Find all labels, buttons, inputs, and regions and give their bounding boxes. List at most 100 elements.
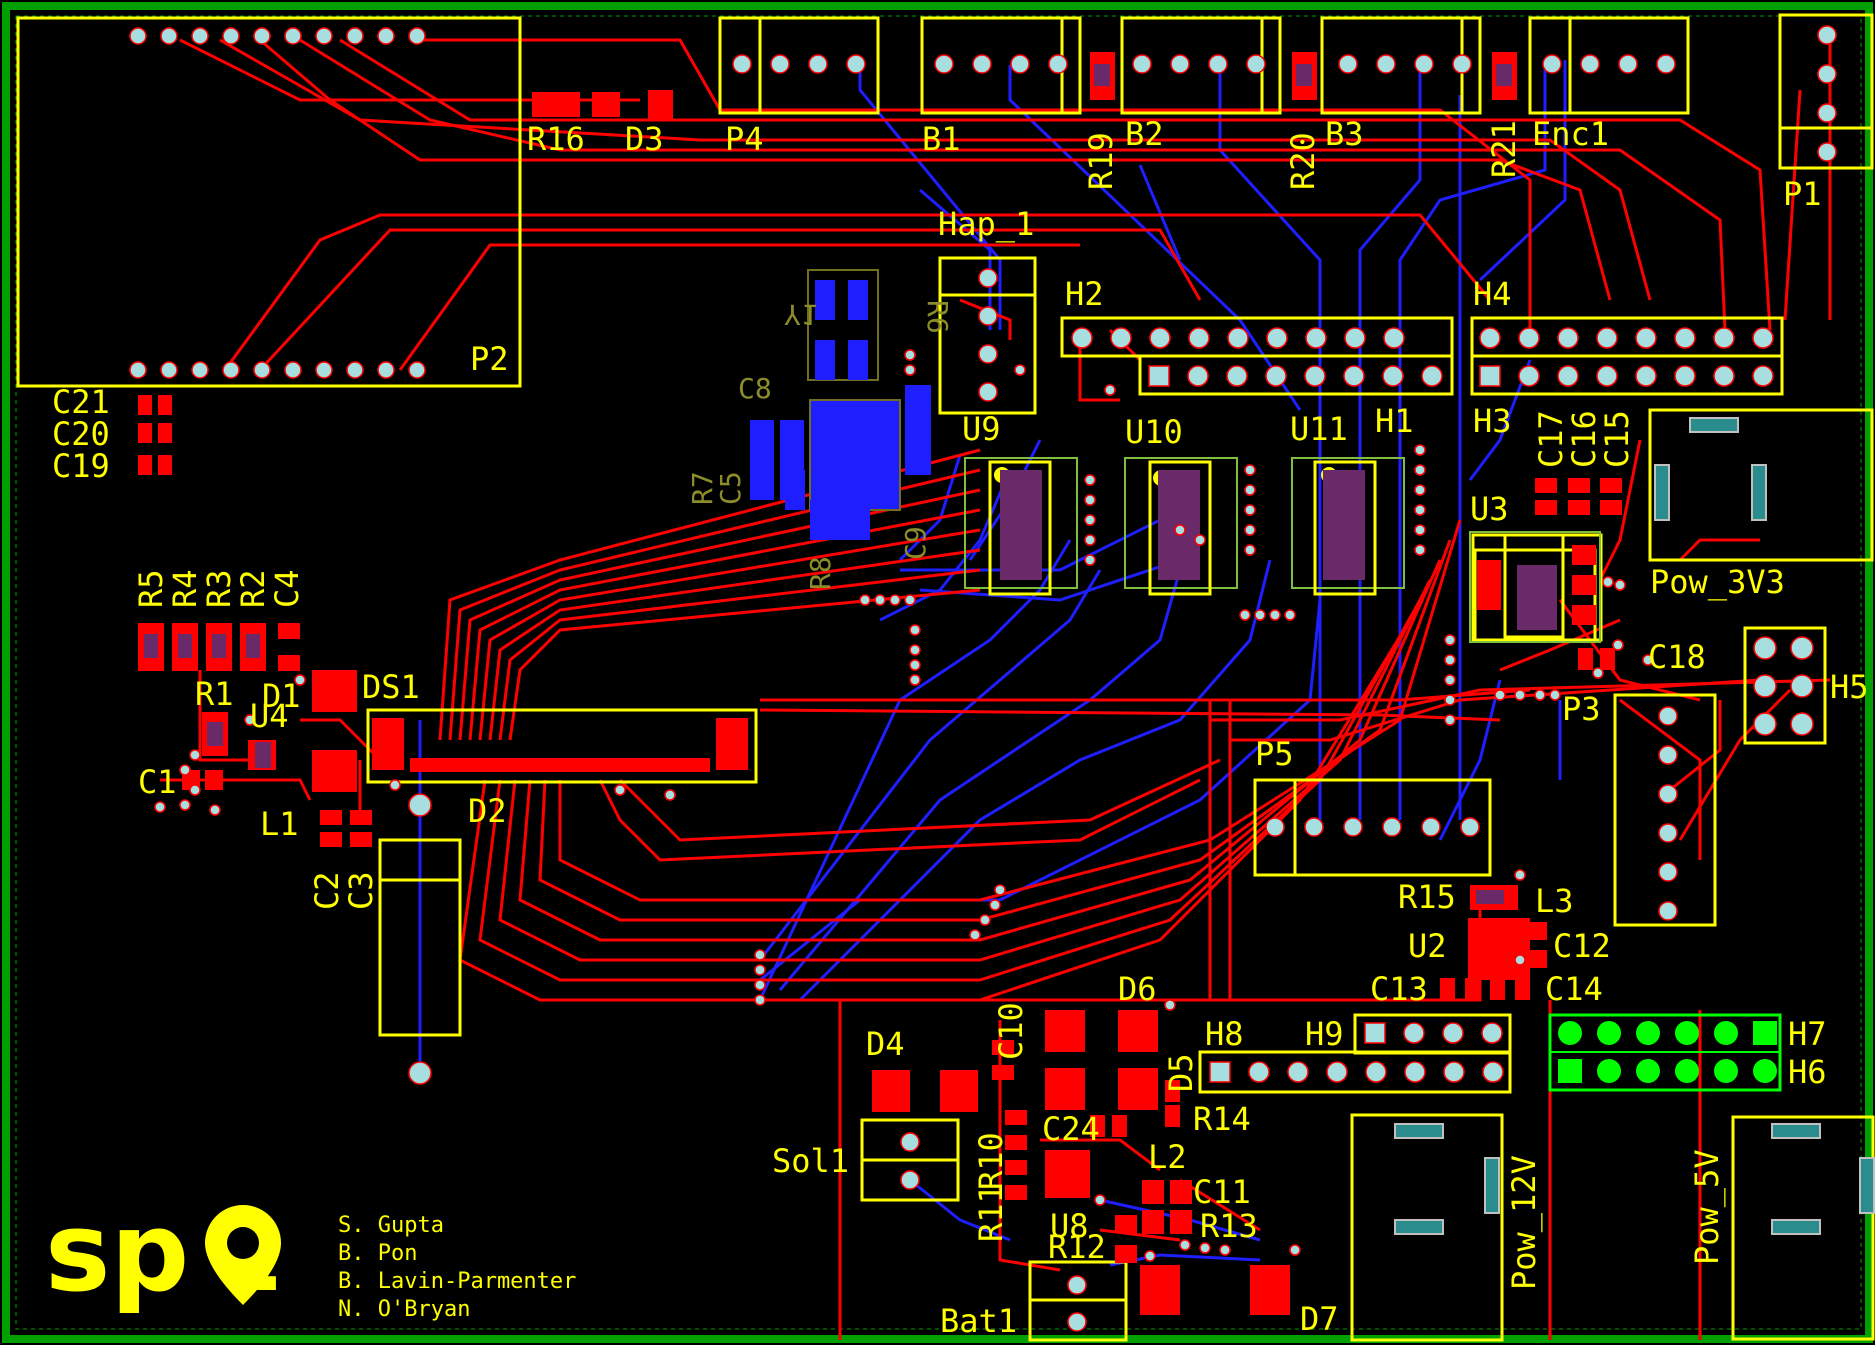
pad: [1067, 1312, 1087, 1332]
pad: [160, 361, 178, 379]
pad: [1518, 365, 1540, 387]
pad: [1596, 327, 1618, 349]
pad: [1534, 689, 1546, 701]
pad: [1479, 327, 1501, 349]
pad: [978, 306, 998, 326]
pad: [989, 899, 1001, 911]
pad: [1365, 1061, 1387, 1083]
pad: [900, 1170, 920, 1190]
label-c20: C20: [52, 415, 110, 453]
pad: [284, 27, 302, 45]
pad: [1658, 901, 1678, 921]
label-p2: P2: [470, 340, 509, 378]
pad: [1674, 365, 1696, 387]
label-p1: P1: [1783, 175, 1822, 213]
pad: [1817, 142, 1837, 162]
smd-pads: [138, 52, 1622, 1315]
pad: [1287, 1061, 1309, 1083]
pad: [1514, 689, 1526, 701]
pad: [1209, 1061, 1231, 1083]
label-l2: L2: [1148, 1138, 1187, 1176]
label-sol1: Sol1: [772, 1142, 849, 1180]
pad: [904, 364, 916, 376]
pad: [222, 27, 240, 45]
pad: [1244, 464, 1256, 476]
pad: [900, 1132, 920, 1152]
pad: [1602, 576, 1614, 588]
pad: [1557, 327, 1579, 349]
pad: [1174, 524, 1186, 536]
pad: [191, 27, 209, 45]
label-u10: U10: [1125, 413, 1183, 451]
pad: [179, 799, 191, 811]
pad: [1635, 365, 1657, 387]
pad: [253, 361, 271, 379]
label-r13: R13: [1200, 1207, 1258, 1245]
label-c13: C13: [1370, 970, 1428, 1008]
credits: S. Gupta B. Pon B. Lavin-Parmenter N. O'…: [338, 1213, 576, 1322]
pad: [1110, 327, 1132, 349]
pad: [1421, 365, 1443, 387]
label-c12: C12: [1553, 927, 1611, 965]
label-r10: R10: [972, 1132, 1010, 1190]
pad: [1338, 54, 1358, 74]
label-h6: H6: [1788, 1053, 1827, 1091]
pad: [934, 54, 954, 74]
pad: [1304, 365, 1326, 387]
pad: [1344, 327, 1366, 349]
pad: [994, 884, 1006, 896]
pad: [1817, 103, 1837, 123]
pad: [909, 659, 921, 671]
label-c4: C4: [268, 569, 306, 608]
label-c2: C2: [308, 871, 346, 910]
pad: [346, 361, 364, 379]
power-jack-pads: [1394, 417, 1875, 1235]
pad: [1010, 54, 1030, 74]
pad: [408, 361, 426, 379]
pad: [1148, 365, 1170, 387]
label-c11: C11: [1193, 1173, 1251, 1211]
pad: [1149, 327, 1171, 349]
pad: [1753, 712, 1777, 736]
pad: [315, 361, 333, 379]
label-c21: C21: [52, 383, 110, 421]
pad: [1542, 54, 1562, 74]
pad: [1482, 1061, 1504, 1083]
pad: [1658, 745, 1678, 765]
pad: [1549, 689, 1561, 701]
pad: [1414, 444, 1426, 456]
pad: [1376, 54, 1396, 74]
pad: [1635, 327, 1657, 349]
label-d4: D4: [866, 1025, 905, 1063]
label-r2: R2: [234, 569, 272, 608]
pad: [1343, 365, 1365, 387]
pad: [1187, 365, 1209, 387]
pad: [754, 979, 766, 991]
pad: [1084, 474, 1096, 486]
label-bottom: Y1: [784, 298, 818, 331]
pad: [1713, 365, 1735, 387]
pad: [1414, 54, 1434, 74]
pad: [1494, 689, 1506, 701]
pad: [189, 749, 201, 761]
pad: [1612, 639, 1624, 651]
label-pow5v: Pow_5V: [1688, 1149, 1726, 1265]
label-u3: U3: [1470, 490, 1509, 528]
pad: [408, 1061, 432, 1085]
header-pad: [1558, 1021, 1582, 1045]
pad: [1514, 869, 1526, 881]
pad: [1170, 54, 1190, 74]
pad: [408, 27, 426, 45]
pad: [1266, 327, 1288, 349]
label-r15: R15: [1398, 878, 1456, 916]
pad: [1752, 365, 1774, 387]
pad: [1596, 365, 1618, 387]
pad: [1752, 327, 1774, 349]
pad: [1658, 823, 1678, 843]
pad: [1404, 1061, 1426, 1083]
credit-name: S. Gupta: [338, 1213, 444, 1238]
label-b2: B2: [1125, 115, 1164, 153]
label-enc1: Enc1: [1532, 115, 1609, 153]
label-d5: D5: [1162, 1053, 1200, 1092]
pad: [1580, 54, 1600, 74]
